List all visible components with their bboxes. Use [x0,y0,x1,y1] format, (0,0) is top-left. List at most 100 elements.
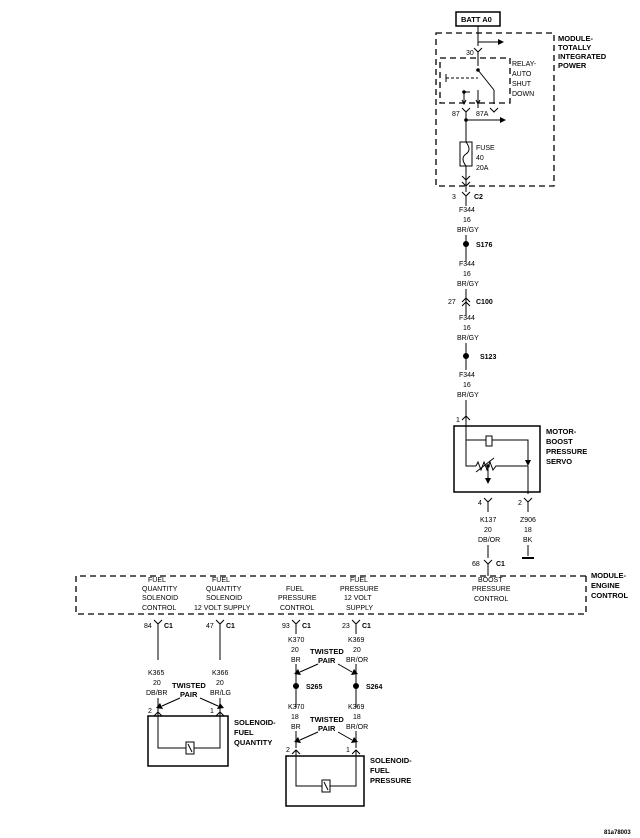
wire2-id: F344 [459,261,475,268]
servo-title-4: SERVO [546,457,572,466]
servo-title-3: PRESSURE [546,447,587,456]
servo-pin-2: 2 [518,500,522,507]
tipm-pin-30: 30 [466,50,474,57]
batt-a0-label: BATT A0 [461,15,492,24]
ecm-title-1: MODULE- [591,571,626,580]
ecm-fp-supply-4: SUPPLY [346,605,373,612]
ecm-pin-23-conn: C1 [362,623,371,630]
splice-s176-dot [463,241,469,247]
ecm-pin-23: 23 [342,623,350,630]
fq-twisted-1: TWISTED [172,681,206,690]
relay-coil-arrows-icon [461,99,481,106]
connector-93-icon [291,619,301,634]
fq-title-3: QUANTITY [234,738,272,747]
c2-pin: 3 [452,194,456,201]
splice-s176: S176 [476,242,492,249]
c2-label: C2 [474,194,483,201]
z906-gauge: 18 [524,527,532,534]
ecm-pin-47: 47 [206,623,214,630]
servo-title-2: BOOST [546,437,573,446]
tipm-dashed-border [435,32,555,187]
connector-c2-icon [461,191,471,200]
k370-bot-id: K370 [288,704,304,711]
ecm-fp-supply-3: 12 VOLT [344,595,372,602]
supply-chain: 3 C2 F344 16 BR/GY S176 F344 16 BR/GY 27… [448,191,496,418]
servo-ecm-pin: 68 [472,561,480,568]
tipm-title-2: TOTALLY [558,43,591,52]
fuse-label-3: 20A [476,165,489,172]
connector-30-icon [473,47,483,56]
connector-servo-4-icon [483,497,493,512]
splice-s264-dot [353,683,359,689]
fp-title-2: FUEL [370,766,390,775]
tipm-pin-87a: 87A [476,111,489,118]
servo-box [453,425,541,493]
ecm-fp-supply-1: FUEL [350,577,368,584]
connector-47-icon [215,619,225,660]
ecm-fqs-control-4: CONTROL [142,605,176,612]
fp-twisted-top-2: PAIR [318,656,336,665]
ecm-boost-3: CONTROL [474,596,508,603]
k366-gauge: 20 [216,680,224,687]
fq-pin-1: 1 [210,708,214,715]
ecm-boost-1: BOOST [478,577,503,584]
ecm-pin-84-conn: C1 [164,623,173,630]
relay-title-3: SHUT [512,81,532,88]
ecm-pin-93: 93 [282,623,290,630]
z906-color: BK [523,537,533,544]
fp-solenoid-box [285,755,365,807]
k369-bot-color: BR/OR [346,724,368,731]
fq-twisted-2: PAIR [180,690,198,699]
battery-feed: BATT A0 [455,11,504,46]
engine-control-module: MODULE- ENGINE CONTROL FUEL QUANTITY SOL… [75,571,628,660]
wire4-gauge: 16 [463,382,471,389]
connector-87a-icon [489,107,499,113]
splice-s265-dot [293,683,299,689]
k365-gauge: 20 [153,680,161,687]
ecm-fqs-supply-2: QUANTITY [206,586,242,593]
figure-id: 81a78003 [604,830,631,836]
tipm-title-4: POWER [558,61,587,70]
splice-s123: S123 [480,354,496,361]
tipm-title-3: INTEGRATED [558,52,607,61]
servo-resistor-icon [475,460,528,472]
tipm-pin-87: 87 [452,111,460,118]
k370-bot-color: BR [291,724,301,731]
k370-top-gauge: 20 [291,647,299,654]
k369-bot-gauge: 18 [353,714,361,721]
splice-s123-dot [463,353,469,359]
k369-top-color: BR/OR [346,657,368,664]
ecm-fp-control-3: CONTROL [280,605,314,612]
k369-top-gauge: 20 [353,647,361,654]
k365-color: DB/BR [146,690,167,697]
fp-twist-bot-arrows-icon [299,731,353,741]
fp-title-3: PRESSURE [370,776,411,785]
c100-pin: 27 [448,299,456,306]
servo-ecm-conn: C1 [496,561,505,568]
connector-ecm-68-icon [483,559,493,576]
ecm-boost-2: PRESSURE [472,586,511,593]
servo-title-1: MOTOR- [546,427,577,436]
ecm-pin-47-conn: C1 [226,623,235,630]
wire3-gauge: 16 [463,325,471,332]
wire1-gauge: 16 [463,217,471,224]
wire3-id: F344 [459,315,475,322]
k137-color: DB/OR [478,537,500,544]
wire4-color: BR/GY [457,392,479,399]
fp-twisted-top-1: TWISTED [310,647,344,656]
fuse-label-2: 40 [476,155,484,162]
wire1-id: F344 [459,207,475,214]
ecm-fp-control-1: FUEL [286,586,304,593]
wire1-color: BR/GY [457,227,479,234]
wire2-gauge: 16 [463,271,471,278]
fuel-quantity-solenoid: K365 20 DB/BR K366 20 BR/LG TWISTED PAIR… [146,670,276,767]
ecm-dashed-border [75,575,586,615]
fuse-chevrons-icon [461,175,471,187]
fq-title-2: FUEL [234,728,254,737]
connector-84-icon [153,619,163,660]
fp-twist-top-arrows-icon [299,663,353,673]
relay-title-4: DOWN [512,91,534,98]
ecm-fqs-control-2: QUANTITY [142,586,178,593]
k370-bot-gauge: 18 [291,714,299,721]
k370-top-id: K370 [288,637,304,644]
